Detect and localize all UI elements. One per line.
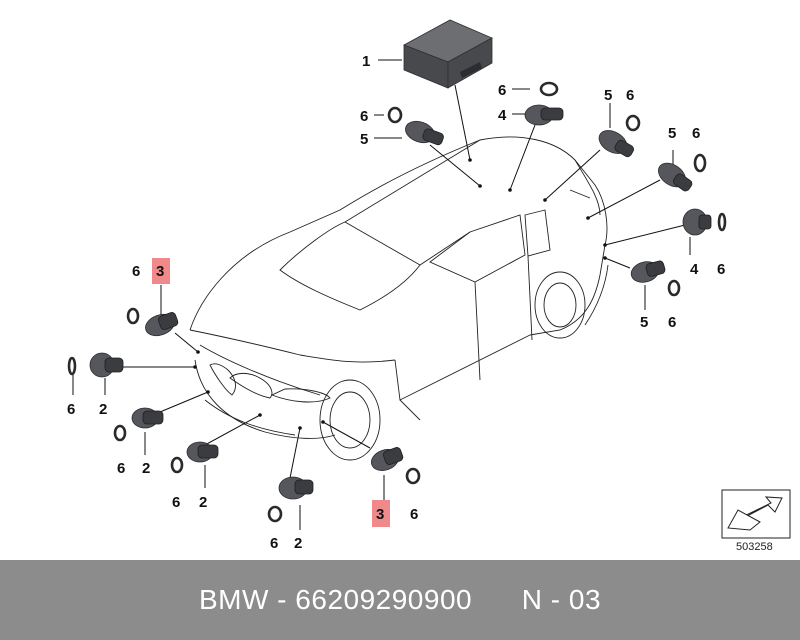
callout-2-front-left: 2 (99, 401, 107, 418)
sensor-front-2 (131, 407, 164, 429)
sensor-rear-mid (658, 162, 693, 192)
callout-6-front-left-upper: 6 (132, 263, 140, 280)
car-outline (189, 136, 609, 461)
footer-separator: - (268, 584, 296, 615)
footer-brand: BMW (198, 584, 269, 615)
callout-6-rear-upper: 6 (626, 87, 634, 104)
rings (67, 81, 727, 523)
footer-part-number: 66209290900 (295, 584, 473, 615)
sensor-front-left (89, 352, 124, 378)
sensor-top-center (524, 104, 564, 126)
callout-labels: 1 6 4 6 5 5 6 5 6 4 6 5 6 6 3 6 2 6 2 6 … (67, 53, 725, 552)
connection-dots (193, 158, 607, 430)
sensor-front-3 (186, 441, 219, 463)
highlight-box-3-lower (372, 500, 390, 527)
orientation-arrow-icon (721, 489, 791, 539)
sensor-front-center (278, 476, 314, 500)
callout-1: 1 (362, 53, 370, 70)
footer-position-code: N - 03 (521, 584, 602, 615)
sensor-top-left (405, 120, 444, 146)
sensor-front-left-upper (145, 312, 179, 337)
callout-4-rear-side: 4 (690, 261, 699, 278)
highlight-box-3-upper (152, 258, 170, 284)
callout-2-front-2: 2 (142, 460, 150, 477)
callout-4-top-center: 4 (498, 107, 507, 124)
sensor-rear-side (682, 208, 712, 236)
callout-5-rear-lower: 5 (640, 314, 648, 331)
callout-5-top-left: 5 (360, 131, 368, 148)
sensor-rear-upper (598, 130, 634, 158)
control-module (403, 19, 493, 89)
leader-lines (72, 59, 691, 530)
callout-6-rear-side: 6 (717, 261, 725, 278)
callout-6-front-center: 6 (270, 535, 278, 552)
sensor-rear-lower (630, 260, 666, 283)
callout-6-rear-mid: 6 (692, 125, 700, 142)
callout-5-rear-upper: 5 (604, 87, 612, 104)
callout-2-front-center: 2 (294, 535, 302, 552)
callout-2-front-3: 2 (199, 494, 207, 511)
callout-6-top-left: 6 (360, 108, 368, 125)
callout-3-upper: 3 (156, 263, 164, 280)
callout-6-front-left: 6 (67, 401, 75, 418)
parts-diagram: 1 6 4 6 5 5 6 5 6 4 6 5 6 6 3 6 2 6 2 6 … (67, 19, 791, 552)
sensor-front-right-lower (371, 447, 404, 471)
callout-6-front-3: 6 (172, 494, 180, 511)
callout-6-front-2: 6 (117, 460, 125, 477)
callout-6-top-center: 6 (498, 82, 506, 99)
callout-3-lower: 3 (376, 506, 384, 523)
diagram-id: 503258 (736, 541, 773, 553)
footer-caption: BMW - 66209290900 N - 03 (199, 584, 601, 616)
callout-6-rear-lower: 6 (668, 314, 676, 331)
footer-bar: BMW - 66209290900 N - 03 (0, 560, 800, 640)
footer-gap (472, 584, 522, 615)
callout-6-front-right: 6 (410, 506, 418, 523)
callout-5-rear-mid: 5 (668, 125, 676, 142)
